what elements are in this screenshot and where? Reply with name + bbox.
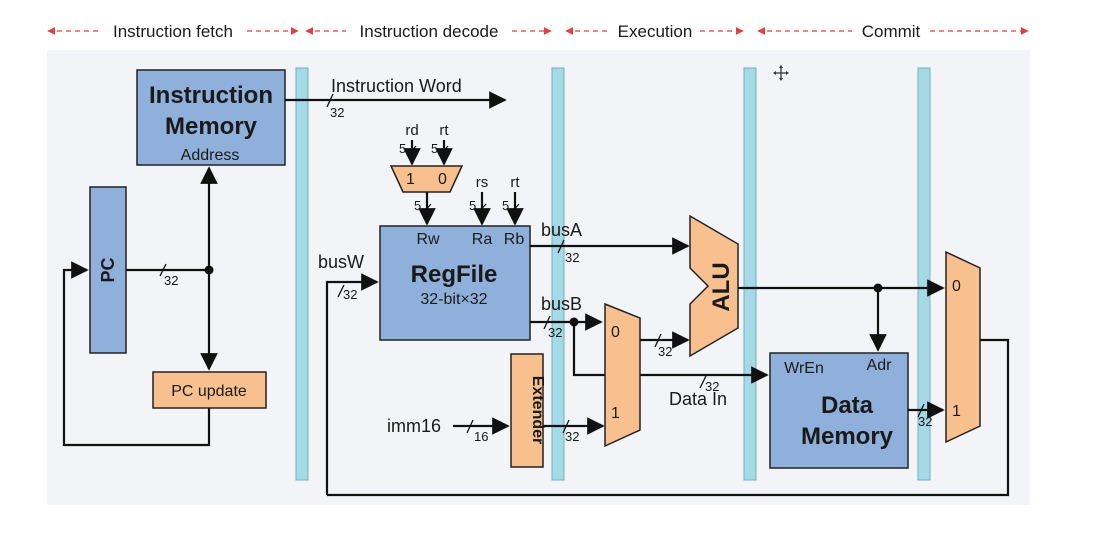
stage-execution-label: Execution xyxy=(618,22,693,41)
regfile-port-rw: Rw xyxy=(416,231,440,248)
instruction-memory-title-line1: Instruction xyxy=(149,82,273,109)
busw-signal: busW 32 xyxy=(318,252,379,495)
alusrc-output-width: 32 xyxy=(658,344,672,359)
fetch-wires: 32 xyxy=(62,166,218,447)
pc-update-label: PC update xyxy=(171,383,247,400)
busa-label: busA xyxy=(541,220,582,240)
data-memory-block: WrEn Adr Data Memory xyxy=(769,352,909,469)
busb-width: 32 xyxy=(548,325,562,340)
instruction-memory-block: Instruction Memory Address xyxy=(136,69,286,166)
rt-width-regfile: 5 xyxy=(502,198,509,213)
imm16-label: imm16 xyxy=(387,416,441,436)
rw-width: 5 xyxy=(414,198,421,213)
busb-label: busB xyxy=(541,294,582,314)
extender-label: Extender xyxy=(529,376,546,444)
alusrc-mux: 0 1 32 xyxy=(604,302,690,448)
rs-width: 5 xyxy=(469,198,476,213)
instruction-word-width: 32 xyxy=(330,105,344,120)
extender-block: Extender xyxy=(510,353,546,468)
rt-label-mux: rt xyxy=(439,122,449,139)
regdst-mux-input-one: 1 xyxy=(406,171,415,188)
busa-width: 32 xyxy=(565,250,579,265)
busa-signal: busA 32 xyxy=(530,220,690,265)
instruction-memory-address-port: Address xyxy=(181,147,240,164)
data-in-signal: Data In 32 xyxy=(669,375,727,409)
pipeline-register-mem-wb xyxy=(917,67,931,481)
imm16-signal: imm16 16 32 xyxy=(387,416,605,444)
instruction-word-label: Instruction Word xyxy=(331,76,462,96)
alusrc-mux-input-zero: 0 xyxy=(611,324,620,341)
regfile-port-ra: Ra xyxy=(472,231,493,248)
data-in-width: 32 xyxy=(705,379,719,394)
memtoreg-mux-input-zero: 0 xyxy=(952,278,961,295)
pc-label: PC xyxy=(98,257,118,282)
rt-label-regfile: rt xyxy=(510,174,520,191)
cursor-move-icon xyxy=(773,65,789,81)
memtoreg-mux: 0 1 xyxy=(945,250,981,444)
extended-imm-width: 32 xyxy=(565,429,579,444)
pipeline-register-if-id xyxy=(295,67,309,481)
alu-label: ALU xyxy=(708,262,735,311)
stage-fetch-label: Instruction fetch xyxy=(113,22,233,41)
stage-headers: Instruction fetch Instruction decode Exe… xyxy=(47,22,1029,41)
busw-label: busW xyxy=(318,252,364,272)
pipeline-register-id-ex xyxy=(551,67,565,481)
rd-width: 5 xyxy=(399,141,406,156)
memory-output-width: 32 xyxy=(918,414,932,429)
regfile-block: Rw Ra Rb RegFile 32-bit×32 xyxy=(379,225,531,341)
data-memory-port-wren: WrEn xyxy=(784,360,824,377)
regfile-port-rb: Rb xyxy=(504,231,525,248)
instruction-memory-title-line2: Memory xyxy=(165,113,258,140)
instruction-word-signal: Instruction Word 32 xyxy=(285,76,507,120)
rd-label: rd xyxy=(405,122,418,139)
alu-block: ALU xyxy=(689,214,739,358)
stage-commit-label: Commit xyxy=(862,22,921,41)
writeback-wire xyxy=(327,338,1010,497)
data-memory-title-line1: Data xyxy=(821,392,874,419)
data-memory-port-adr: Adr xyxy=(867,357,893,374)
regfile-read-address-inputs: rs rt 5 5 xyxy=(469,174,524,226)
alusrc-mux-input-one: 1 xyxy=(611,405,620,422)
rt-width-mux: 5 xyxy=(431,141,438,156)
pc-update-block: PC update xyxy=(152,371,267,409)
regfile-subtitle: 32-bit×32 xyxy=(420,291,487,308)
pc-bus-width: 32 xyxy=(164,273,178,288)
data-memory-title-line2: Memory xyxy=(801,423,894,450)
stage-decode-label: Instruction decode xyxy=(360,22,499,41)
rs-label: rs xyxy=(476,174,489,191)
pipeline-register-ex-mem xyxy=(743,67,757,481)
imm16-width: 16 xyxy=(474,429,488,444)
alu-result-wires xyxy=(738,279,945,352)
data-in-label: Data In xyxy=(669,389,727,409)
busw-width: 32 xyxy=(343,287,357,302)
memory-output-signal: 32 xyxy=(908,401,945,429)
regfile-title: RegFile xyxy=(411,261,498,288)
memtoreg-mux-input-one: 1 xyxy=(952,403,961,420)
regdst-mux-input-zero: 0 xyxy=(438,171,447,188)
regdst-mux: 1 0 rd rt 5 5 5 xyxy=(389,122,464,226)
busb-signal: busB 32 xyxy=(530,294,769,384)
pc-register: PC xyxy=(89,186,127,354)
